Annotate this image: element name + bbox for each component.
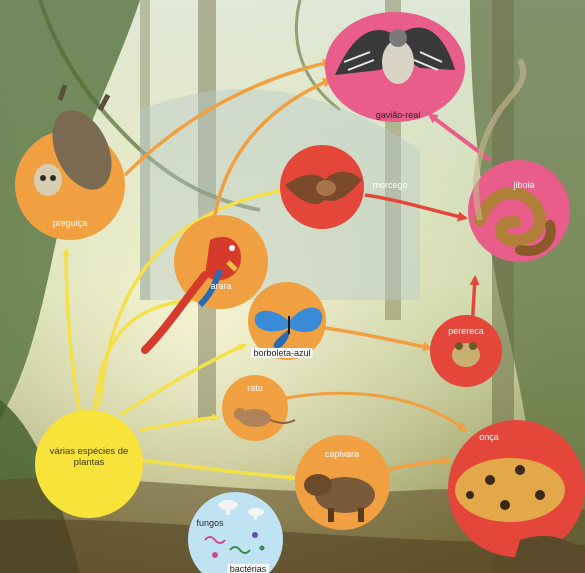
harpy-eagle-icon xyxy=(335,28,455,84)
label-preguica: preguiça xyxy=(53,218,88,228)
label-morcego: morcego xyxy=(372,180,407,190)
label-capivara: capivara xyxy=(325,449,359,459)
label-plantas: várias espécies de plantas xyxy=(49,446,129,468)
butterfly-icon xyxy=(255,308,323,349)
jaguar-icon xyxy=(455,458,585,573)
rat-icon xyxy=(234,408,295,427)
label-rato: rato xyxy=(247,383,263,393)
frog-icon xyxy=(452,342,480,367)
label-gaviao-real: gavião-real xyxy=(376,110,421,120)
label-perereca: perereca xyxy=(448,326,484,336)
sloth-icon xyxy=(34,85,123,199)
boa-icon xyxy=(476,60,551,251)
label-jiboia: jiboia xyxy=(513,180,534,190)
bat-icon xyxy=(285,172,362,204)
label-arara: arara xyxy=(210,281,231,291)
label-borboleta-azul: borboleta-azul xyxy=(251,348,312,358)
label-fungos: fungos xyxy=(196,518,223,528)
fungi-bacteria-icon xyxy=(205,500,265,558)
capybara-icon xyxy=(304,474,375,522)
label-onca: onça xyxy=(479,432,499,442)
macaw-icon xyxy=(145,237,241,350)
label-bacterias: bactérias xyxy=(228,564,269,573)
